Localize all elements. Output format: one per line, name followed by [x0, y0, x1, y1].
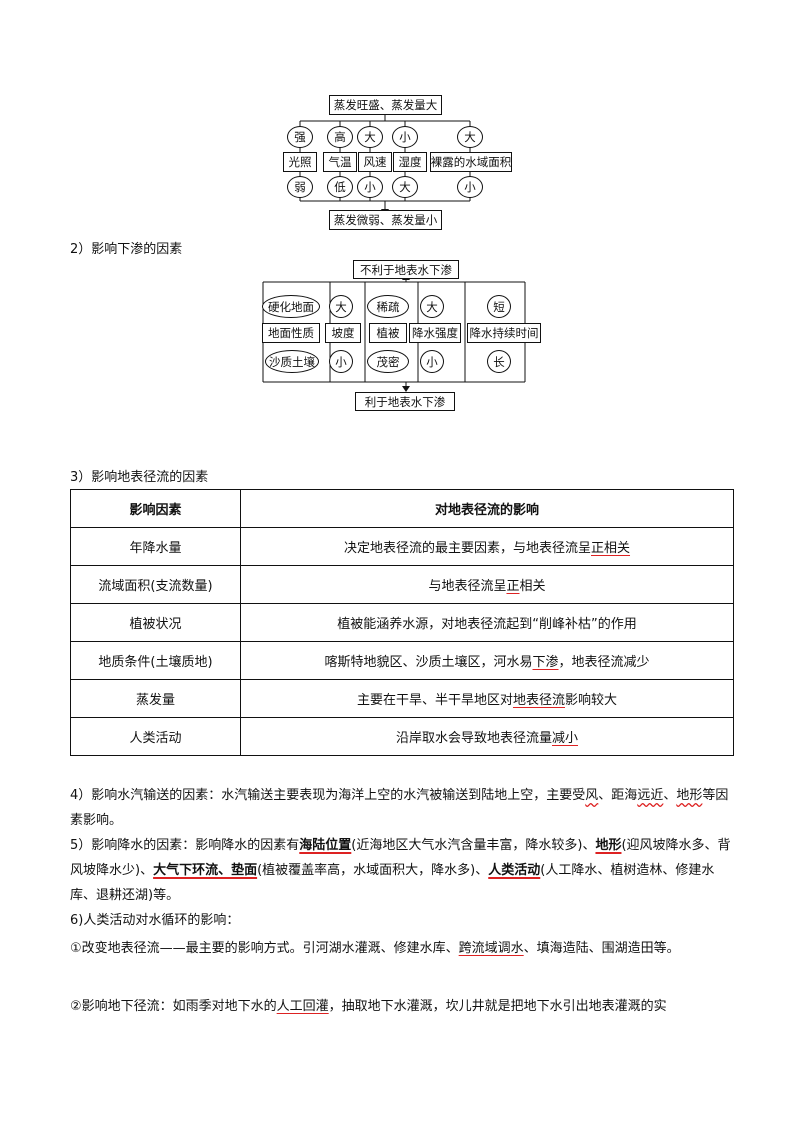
seep-down-3: 小: [420, 350, 444, 373]
table-row: 蒸发量 主要在干旱、半干旱地区对地表径流影响较大: [70, 679, 734, 718]
row-effect: 喀斯特地貌区、沙质土壤区，河水易下渗，地表径流减少: [240, 641, 734, 680]
seep-heading: 2）影响下渗的因素: [70, 242, 183, 257]
seep-factor-3: 降水强度: [409, 323, 461, 343]
row-factor: 流域面积(支流数量): [70, 565, 241, 604]
evap-top-box: 蒸发旺盛、蒸发量大: [329, 95, 442, 115]
seep-up-4: 短: [487, 295, 511, 318]
table-row: 流域面积(支流数量) 与地表径流呈正相关: [70, 565, 734, 604]
evap-factor-3: 湿度: [393, 152, 427, 172]
row-factor: 年降水量: [70, 527, 241, 566]
seep-top-box: 不利于地表水下渗: [353, 260, 459, 279]
table-row: 年降水量 决定地表径流的最主要因素，与地表径流呈正相关: [70, 527, 734, 566]
seep-down-0: 沙质土壤: [265, 350, 319, 373]
evap-factor-2: 风速: [358, 152, 392, 172]
row-factor: 植被状况: [70, 603, 241, 642]
paragraph-surface-runoff-impact: ①改变地表径流——最主要的影响方式。引河湖水灌溉、修建水库、跨流域调水、填海造陆…: [70, 941, 680, 956]
evap-up-0: 强: [287, 126, 313, 148]
seep-up-3: 大: [420, 295, 444, 318]
row-effect: 决定地表径流的最主要因素，与地表径流呈正相关: [240, 527, 734, 566]
seep-up-0: 硬化地面: [262, 295, 320, 318]
seep-down-4: 长: [487, 350, 511, 373]
evap-factor-4: 裸露的水域面积: [430, 152, 512, 172]
evap-down-2: 小: [357, 176, 383, 198]
table-header-row: 影响因素 对地表径流的影响: [70, 489, 734, 528]
table-row: 地质条件(土壤质地) 喀斯特地貌区、沙质土壤区，河水易下渗，地表径流减少: [70, 641, 734, 680]
paragraph-groundwater-impact: ②影响地下径流：如雨季对地下水的人工回灌，抽取地下水灌溉，坎儿井就是把地下水引出…: [70, 999, 667, 1014]
evap-up-2: 大: [357, 126, 383, 148]
runoff-table: 影响因素 对地表径流的影响 年降水量 决定地表径流的最主要因素，与地表径流呈正相…: [70, 489, 734, 756]
evap-up-1: 高: [327, 126, 353, 148]
evap-up-4: 大: [457, 126, 483, 148]
col-header-factor: 影响因素: [70, 489, 241, 528]
seep-factor-2: 植被: [369, 323, 407, 343]
seep-factor-4: 降水持续时间: [467, 323, 541, 343]
col-header-effect: 对地表径流的影响: [240, 489, 734, 528]
row-effect: 沿岸取水会导致地表径流量减小: [240, 717, 734, 756]
table-row: 人类活动 沿岸取水会导致地表径流量减小: [70, 717, 734, 756]
seep-down-2: 茂密: [367, 350, 409, 373]
seep-down-1: 小: [329, 350, 353, 373]
runoff-heading: 3）影响地表径流的因素: [70, 470, 209, 485]
evap-down-1: 低: [327, 176, 353, 198]
row-effect: 主要在干旱、半干旱地区对地表径流影响较大: [240, 679, 734, 718]
row-effect: 与地表径流呈正相关: [240, 565, 734, 604]
row-factor: 人类活动: [70, 717, 241, 756]
row-effect: 植被能涵养水源，对地表径流起到“削峰补枯”的作用: [240, 603, 734, 642]
evap-factor-0: 光照: [283, 152, 317, 172]
row-factor: 地质条件(土壤质地): [70, 641, 241, 680]
paragraph-precipitation: 5）影响降水的因素：影响降水的因素有海陆位置(近海地区大气水汽含量丰富，降水较多…: [70, 838, 731, 903]
paragraph-human-impact-heading: 6)人类活动对水循环的影响：: [70, 913, 240, 928]
evap-down-0: 弱: [287, 176, 313, 198]
paragraph-vapor-transport: 4）影响水汽输送的因素：水汽输送主要表现为海洋上空的水汽被输送到陆地上空，主要受…: [70, 788, 729, 828]
seep-bottom-box: 利于地表水下渗: [355, 392, 455, 411]
seep-up-1: 大: [329, 295, 353, 318]
evap-down-3: 大: [392, 176, 418, 198]
evap-connectors: [299, 106, 471, 216]
evap-down-4: 小: [457, 176, 483, 198]
seep-factor-0: 地面性质: [262, 323, 320, 343]
seep-up-2: 稀疏: [367, 295, 409, 318]
table-row: 植被状况 植被能涵养水源，对地表径流起到“削峰补枯”的作用: [70, 603, 734, 642]
evap-up-3: 小: [392, 126, 418, 148]
evap-bottom-box: 蒸发微弱、蒸发量小: [329, 210, 442, 230]
row-factor: 蒸发量: [70, 679, 241, 718]
evap-factor-1: 气温: [323, 152, 357, 172]
seep-factor-1: 坡度: [325, 323, 361, 343]
